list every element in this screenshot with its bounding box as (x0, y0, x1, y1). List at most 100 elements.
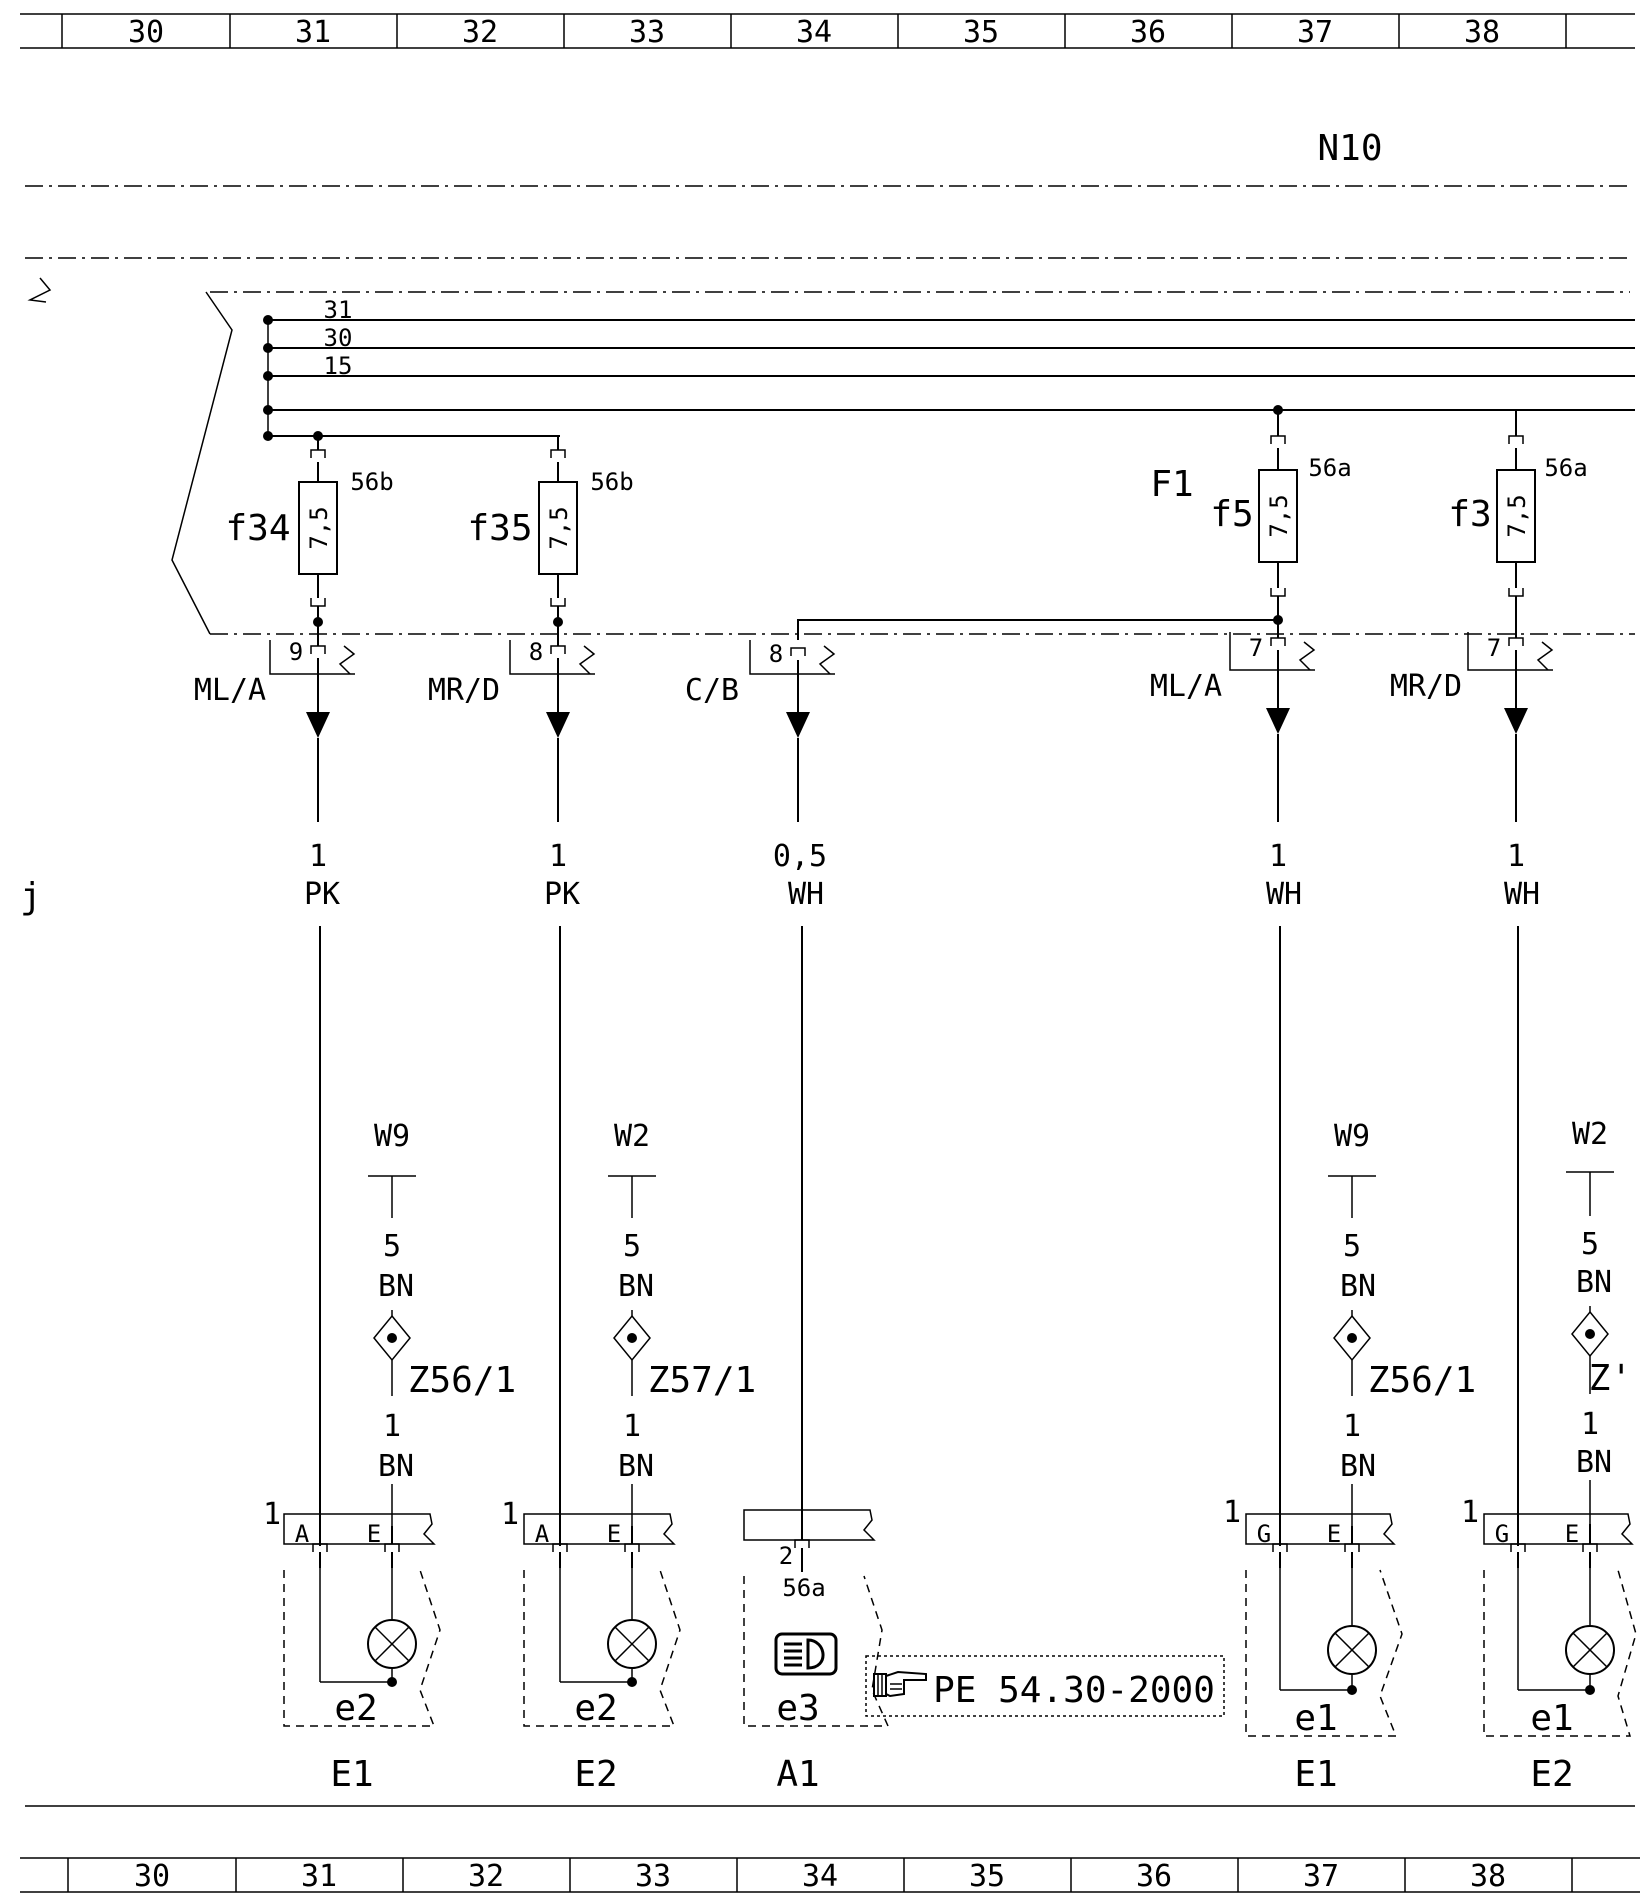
lamp-element: e1 (1530, 1698, 1573, 1739)
wire-size: 1 (1507, 839, 1525, 874)
grid-top-cell: 37 (1297, 15, 1333, 50)
fuse-rating: 7,5 (305, 506, 333, 549)
connector-name: ML/A (1150, 669, 1222, 704)
ground-size2: 1 (1343, 1409, 1361, 1444)
lamp-component: E1 (330, 1754, 373, 1795)
connector-name: C/B (685, 673, 739, 708)
connector-ml-a-right: 7 ML/A (1150, 620, 1316, 734)
connector-mr-d-right: 7 MR/D (1390, 620, 1554, 734)
ground-color2: BN (378, 1449, 414, 1484)
ground-point: W9 (374, 1119, 410, 1154)
ground-chain-w9-left: W9 5 BN Z56/1 1 BN (368, 1119, 516, 1526)
ground-chain-w9-right: W9 5 BN Z56/1 1 BN (1328, 1119, 1476, 1526)
ground-size2: 1 (1581, 1407, 1599, 1442)
edge-mark: j (20, 876, 42, 917)
grid-bottom-cell: 37 (1303, 1859, 1339, 1894)
grid-top-cell: 34 (796, 15, 832, 50)
lamp-component: E1 (1294, 1754, 1337, 1795)
power-buses: 31 30 15 (263, 296, 1635, 441)
lamp-pin2: E (367, 1520, 381, 1548)
grid-top-cell: 30 (128, 15, 164, 50)
fuse-terminal: 56a (1544, 454, 1587, 482)
lamp-e1-left: 1 A E e2 E1 (263, 1497, 441, 1795)
connector-c-b: 8 C/B (685, 640, 836, 738)
ground-size1: 5 (623, 1229, 641, 1264)
ground-color1: BN (1340, 1269, 1376, 1304)
ground-size1: 5 (383, 1229, 401, 1264)
wire-1-wh-b: 1 WH (1504, 734, 1540, 1546)
grid-bottom-cell: 30 (134, 1859, 170, 1894)
cluster-component: A1 (776, 1754, 819, 1795)
connector-pin: 7 (1249, 634, 1263, 662)
module-boundary: N10 j (20, 128, 1635, 917)
grid-bottom-cell: 38 (1470, 1859, 1506, 1894)
grid-bottom: 30 31 32 33 34 35 36 37 38 (20, 1857, 1640, 1894)
reference-text[interactable]: PE 54.30-2000 (933, 1670, 1215, 1711)
cluster-element: e3 (776, 1688, 819, 1729)
lamp-pin2: E (1565, 1520, 1579, 1548)
ground-splice: Z' (1589, 1358, 1632, 1399)
connector-pin: 8 (769, 640, 783, 668)
lamp-element: e2 (334, 1688, 377, 1729)
lamp-pin2: E (1327, 1520, 1341, 1548)
connector-pin: 8 (529, 638, 543, 666)
fuse-terminal: 56b (590, 468, 633, 496)
ground-point: W2 (1572, 1117, 1608, 1152)
ground-size2: 1 (623, 1409, 641, 1444)
ground-color1: BN (1576, 1265, 1612, 1300)
connector-ml-a-left: 9 ML/A (194, 622, 356, 738)
ground-color1: BN (618, 1269, 654, 1304)
grid-top-cell: 35 (963, 15, 999, 50)
fuse-f3: 7,5 f3 56a (1448, 410, 1588, 620)
wire-size: 1 (1269, 839, 1287, 874)
connector-pin: 7 (1487, 634, 1501, 662)
ground-point: W9 (1334, 1119, 1370, 1154)
ground-color1: BN (378, 1269, 414, 1304)
lamp-e1-right: 1 G E e1 E1 (1223, 1495, 1403, 1795)
ground-splice: Z56/1 (408, 1360, 516, 1401)
lamp-pin2: E (607, 1520, 621, 1548)
reference-box[interactable]: PE 54.30-2000 (865, 1655, 1225, 1717)
grid-top-cell: 36 (1130, 15, 1166, 50)
fuse-terminal: 56b (350, 468, 393, 496)
grid-top-cell: 32 (462, 15, 498, 50)
lamp-e2-left: 1 A E e2 E2 (501, 1497, 681, 1795)
ground-splice: Z57/1 (648, 1360, 756, 1401)
wire-color: WH (1266, 877, 1302, 912)
lamp-pin-number: 1 (1223, 1495, 1241, 1530)
lamp-pin1: A (295, 1520, 310, 1548)
ground-splice: Z56/1 (1368, 1360, 1476, 1401)
headlight-high-beam-icon (774, 1632, 838, 1676)
instrument-cluster-a1: 2 56a e3 A1 (743, 1509, 890, 1795)
ground-point: W2 (614, 1119, 650, 1154)
wire-color: WH (1504, 877, 1540, 912)
grid-bottom-cell: 35 (969, 1859, 1005, 1894)
fuse-name: f34 (225, 508, 290, 549)
lamp-pin-number: 1 (263, 1497, 281, 1532)
fuse-f5: 7,5 f5 56a (1210, 405, 1352, 625)
wire-color: PK (544, 877, 580, 912)
wire-size: 0,5 (773, 839, 827, 874)
fuse-name: f3 (1448, 494, 1491, 535)
ground-size2: 1 (383, 1409, 401, 1444)
fuse-rating: 7,5 (545, 506, 573, 549)
lamp-element: e2 (574, 1688, 617, 1729)
fuse-f35: 7,5 f35 56b (467, 436, 634, 627)
pointing-hand-icon (873, 1670, 927, 1698)
ground-size1: 5 (1343, 1229, 1361, 1264)
connector-name: MR/D (428, 673, 500, 708)
wire-color: PK (304, 877, 340, 912)
grid-bottom-cell: 32 (468, 1859, 504, 1894)
wire-size: 1 (549, 839, 567, 874)
grid-bottom-cell: 34 (802, 1859, 838, 1894)
wire-0-5-wh: 0,5 WH (773, 738, 827, 1540)
lamp-component: E2 (574, 1754, 617, 1795)
fuse-f34: 7,5 f34 56b (225, 431, 394, 627)
ground-color2: BN (618, 1449, 654, 1484)
lamp-component: E2 (1530, 1754, 1573, 1795)
connector-mr-d-left: 8 MR/D (428, 622, 596, 738)
cluster-pin: 2 (779, 1542, 793, 1570)
connector-name: ML/A (194, 673, 266, 708)
fuse-name: f5 (1210, 494, 1253, 535)
